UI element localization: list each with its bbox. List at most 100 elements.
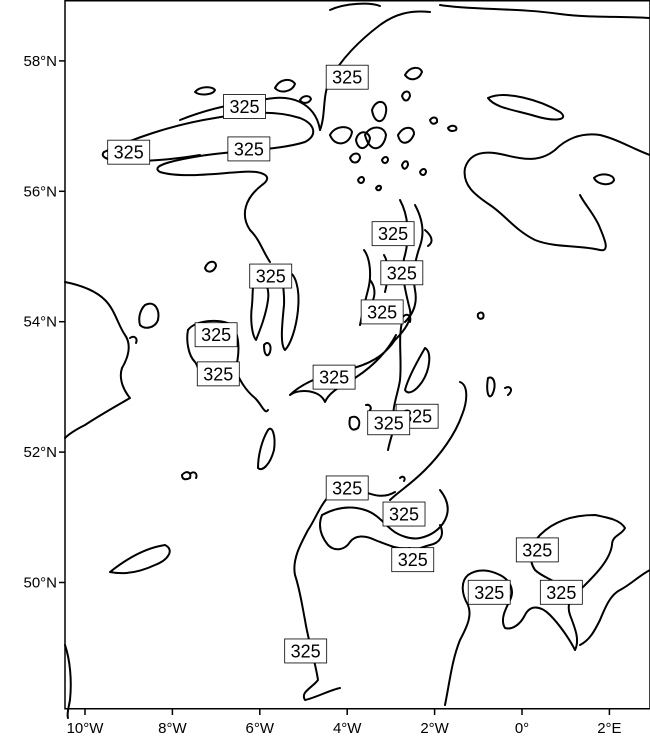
contour-label: 325 [367,410,411,436]
lon-tick-label: 10°W [67,720,105,737]
contour-label-text: 325 [319,368,349,388]
contour-label: 325 [539,579,583,605]
contour-label-text: 325 [256,267,286,287]
contour-line [274,78,296,93]
contour-line [280,270,300,351]
contour-label-text: 325 [378,224,408,244]
lat-tick-label: 52°N [23,444,57,461]
contour-line [357,176,365,184]
contour-line [329,2,381,11]
contour-line [593,173,615,186]
contour-label-box [325,475,369,501]
contour-line [487,94,565,121]
contour-label-box [371,221,415,247]
contour-label-text: 325 [332,68,362,88]
contour-label-text: 325 [201,325,231,345]
contour-line [365,403,372,411]
lat-tick-label: 54°N [23,314,57,331]
contour-line [349,152,361,164]
contour-line [486,376,496,398]
contour-line [504,386,512,396]
contour-line [109,544,171,575]
contour-line [439,4,650,19]
contour-label: 325 [325,475,369,501]
contour-line [387,321,403,451]
lon-tick-label: 0° [515,720,529,737]
contour-line [64,644,72,719]
contour-label-box [325,64,369,90]
contour-label-text: 325 [234,139,264,159]
contour-line [404,347,431,394]
contour-line [381,156,389,164]
contour-label-box [227,136,271,162]
lat-tick-label: 58°N [23,53,57,70]
contour-label-text: 325 [398,550,428,570]
contour-label-box [515,537,559,563]
contour-label: 325 [284,638,328,664]
contour-line [375,184,382,192]
contour-label: 325 [382,501,426,527]
contour-label: 325 [380,260,424,286]
contour-label-box [194,322,238,348]
contour-label: 325 [107,139,151,165]
contour-label-text: 325 [203,364,233,384]
contour-label: 325 [194,322,238,348]
contour-label-box [391,547,435,573]
lon-tick-label: 8°W [158,720,187,737]
contour-label-box [367,410,411,436]
contour-label-text: 325 [387,263,417,283]
contour-label-box [196,361,240,387]
contour-label-box [360,299,404,325]
contour-label-text: 325 [332,478,362,498]
contour-label-box [249,263,293,289]
contour-line [399,475,406,482]
contour-label-box [380,260,424,286]
contour-line [463,133,650,252]
contour-label: 325 [360,299,404,325]
contour-label: 325 [312,364,356,390]
contour-label-text: 325 [291,641,321,661]
contour-line [371,101,388,123]
contour-label-text: 325 [367,302,397,322]
contour-label: 325 [325,64,369,90]
contour-line [401,90,411,102]
contour-line [329,126,353,145]
map-frame [64,0,650,710]
contour-label-text: 325 [229,97,259,117]
contour-line [179,96,321,131]
contour-label: 325 [223,94,266,119]
contour-line [429,116,439,125]
contour-line [369,279,376,303]
contour-lines [64,2,650,719]
contour-label: 325 [249,263,293,289]
contour-line [424,229,433,247]
contour-label-box [467,579,511,605]
lon-tick-label: 6°W [246,720,275,737]
contour-label-box [312,364,356,390]
contour-label-box [539,579,583,605]
contour-label: 325 [371,221,415,247]
contour-label-box [107,139,151,165]
contour-line [250,277,270,341]
contour-line [389,381,468,501]
contour-line [319,514,411,551]
contour-label: 325 [515,537,559,563]
contour-label-text: 325 [389,505,419,525]
contour-label: 325 [391,547,435,573]
contour-line [194,86,216,96]
contour-labels: 325 325 325 325 325 325 325 325 325 325 325 325 325 3… [107,64,583,664]
contour-line [129,335,138,344]
contour-line [444,514,626,706]
lon-tick-label: 4°W [333,720,362,737]
contour-line [579,569,650,646]
contour-label-text: 325 [546,583,576,603]
contour-line [103,111,315,263]
contour-line [319,10,431,131]
contour-line [397,126,415,144]
lat-tick-label: 50°N [23,575,57,592]
contour-label: 325 [196,361,240,387]
contour-line [364,126,387,150]
contour-line [189,471,198,479]
